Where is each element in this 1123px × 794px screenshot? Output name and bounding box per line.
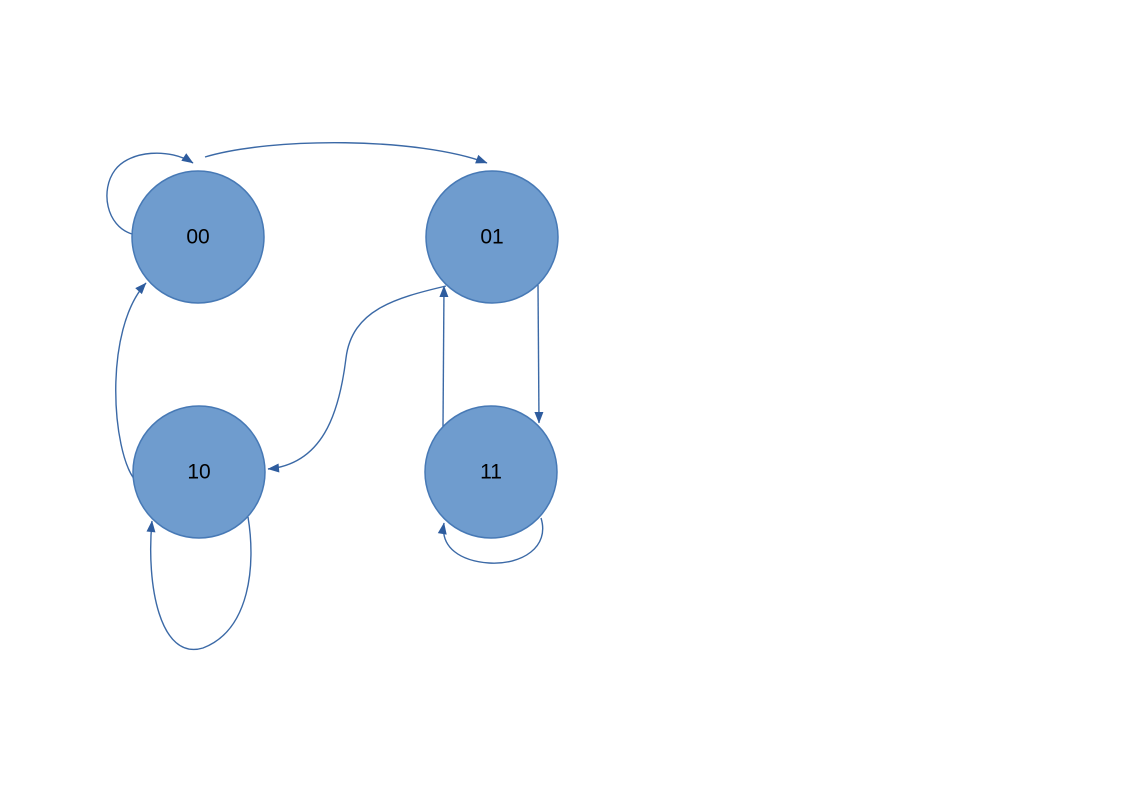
edge-11-self-loop[interactable] — [437, 517, 544, 564]
state-node-10[interactable]: 10 — [132, 405, 266, 539]
state-label-11: 11 — [480, 461, 502, 484]
state-node-00[interactable]: 00 — [131, 170, 265, 304]
edge-10-self-loop[interactable] — [146, 516, 252, 651]
state-label-01: 01 — [480, 226, 503, 249]
state-circle-00[interactable] — [131, 170, 265, 304]
state-node-01[interactable]: 01 — [425, 170, 559, 304]
state-node-11[interactable]: 11 — [424, 405, 558, 539]
state-circle-01[interactable] — [425, 170, 559, 304]
edge-10-to-00[interactable] — [115, 282, 147, 481]
edge-00-self-loop[interactable] — [106, 152, 194, 235]
state-label-00: 00 — [186, 226, 209, 249]
state-circle-11[interactable] — [424, 405, 558, 539]
edge-00-to-01[interactable] — [204, 142, 488, 164]
state-label-10: 10 — [187, 461, 210, 484]
edge-11-to-01[interactable] — [439, 285, 449, 428]
edge-01-to-10[interactable] — [267, 285, 447, 473]
edge-01-to-11[interactable] — [534, 284, 544, 424]
state-circle-10[interactable] — [132, 405, 266, 539]
